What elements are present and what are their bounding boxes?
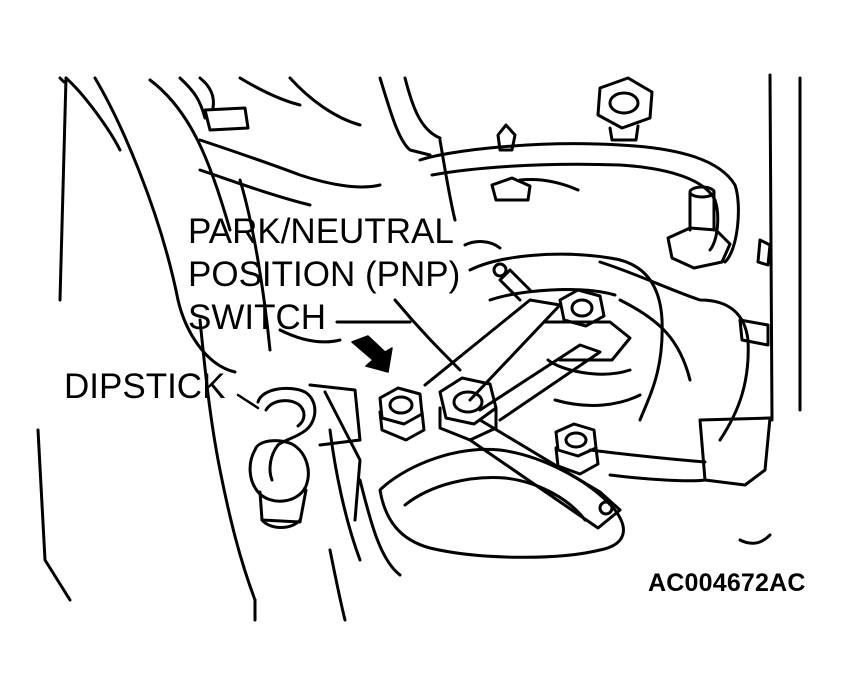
dipstick-label: DIPSTICK — [64, 367, 226, 406]
top-nut — [596, 76, 654, 142]
case-lines — [198, 178, 462, 622]
right-lower-nut — [554, 422, 600, 476]
left-nut — [378, 386, 426, 442]
right-bracket — [588, 238, 772, 545]
stud-bolt — [490, 123, 732, 270]
lever-nut — [543, 288, 632, 362]
upper-hoses — [198, 76, 740, 264]
detent-plate — [328, 428, 625, 577]
pnp-label-line-3: SWITCH — [188, 298, 327, 337]
callout-leaders — [236, 320, 412, 410]
dipstick — [248, 386, 317, 529]
pnp-switch-body — [463, 240, 664, 422]
pnp-switch-label: PARK/NEUTRAL POSITION (PNP) SWITCH — [188, 210, 460, 339]
center-nut — [438, 376, 498, 442]
pointer-arrow — [351, 335, 393, 373]
figure-id: AC004672AC — [648, 569, 806, 597]
radiator-hose — [64, 76, 237, 374]
pnp-label-line-1: PARK/NEUTRAL — [188, 212, 454, 251]
pnp-label-line-2: POSITION (PNP) — [188, 255, 461, 294]
